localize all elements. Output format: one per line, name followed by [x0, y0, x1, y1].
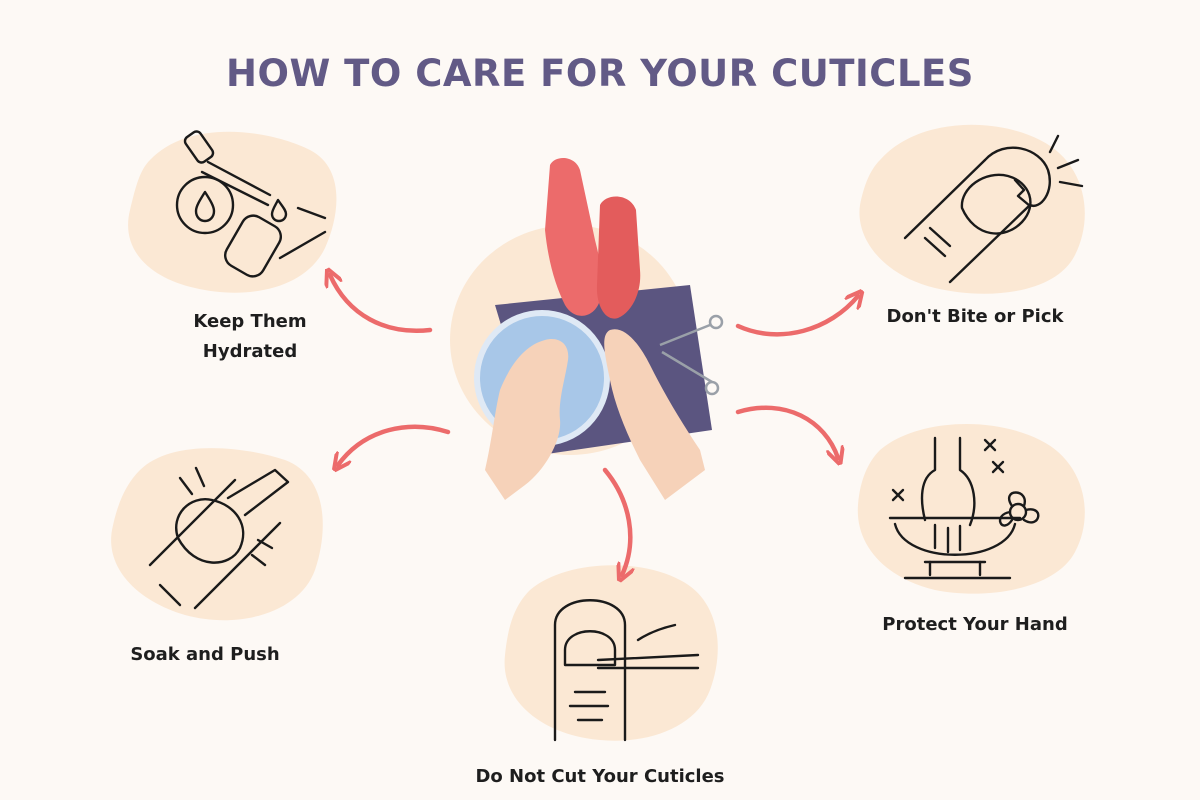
label-dont-bite: Don't Bite or Pick: [886, 306, 1064, 327]
glove-left: [545, 158, 603, 316]
arrows: [330, 275, 858, 575]
label-soak-push: Soak and Push: [130, 644, 280, 665]
blob-bite: [859, 124, 1085, 294]
label-do-not-cut: Do Not Cut Your Cuticles: [475, 766, 725, 787]
blob-cut: [504, 565, 718, 741]
label-protect-hand: Protect Your Hand: [882, 614, 1068, 635]
cutter-nail-icon: [553, 599, 700, 742]
scissors-icon: [659, 314, 724, 396]
arrow-to-hydrated: [330, 275, 433, 333]
cracked-nail-icon: [903, 134, 1084, 284]
arrow-to-cut: [602, 467, 630, 575]
arrow-to-protect: [735, 405, 838, 458]
dropper-nail-icon: [175, 130, 327, 278]
label-keep-hydrated: Keep Them Hydrated: [193, 311, 307, 362]
manicure-illustration: [474, 158, 724, 500]
blob-soak: [111, 448, 323, 621]
glove-right: [596, 196, 641, 319]
working-hand: [604, 329, 705, 500]
arrow-to-bite: [735, 296, 858, 337]
page-title: HOW TO CARE FOR YOUR CUTICLES: [226, 52, 974, 95]
pusher-nail-icon: [148, 466, 290, 610]
blob-protect: [857, 423, 1085, 594]
bowl-hand-icon: [888, 436, 1040, 580]
arrow-to-soak: [338, 424, 451, 465]
soaking-hand: [485, 339, 569, 500]
